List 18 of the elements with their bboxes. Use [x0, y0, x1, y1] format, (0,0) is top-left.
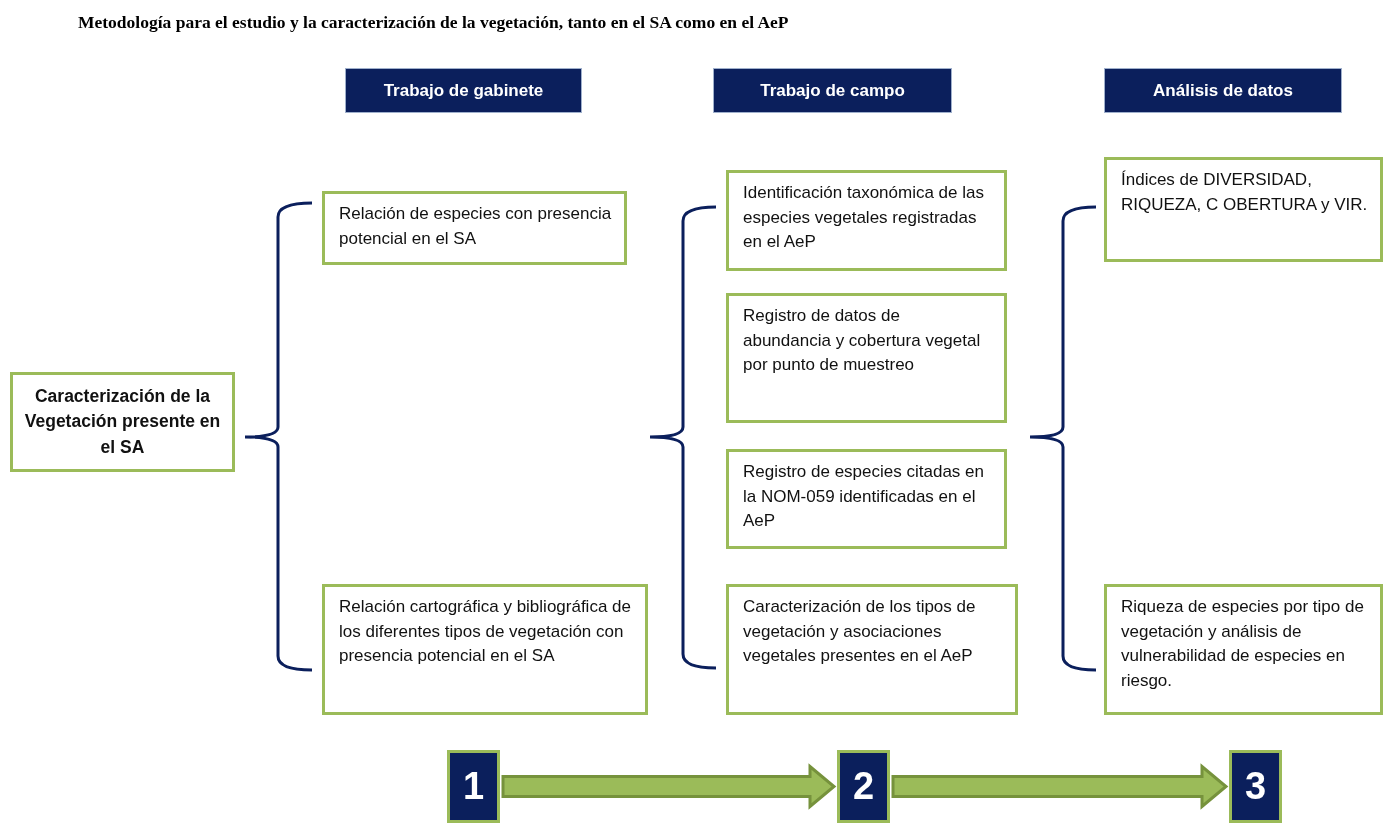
- text-box: Identificación taxonómica de las especies vegetales registradas en el AeP: [726, 170, 1007, 271]
- text-box: Caracterización de los tipos de vegetación y asociaciones vegetales presentes en el AeP: [726, 584, 1018, 715]
- block-arrow: [891, 763, 1229, 810]
- text-box: Relación cartográfica y bibliográfica de los diferentes tipos de vegetación con presencia potencial en el SA: [322, 584, 648, 715]
- column-header: Trabajo de gabinete: [345, 68, 582, 113]
- text-box: Índices de DIVERSIDAD, RIQUEZA, C OBERTURA y VIR.: [1104, 157, 1383, 262]
- step-number: 1: [447, 750, 500, 823]
- text-box: Caracterización de la Vegetación presente en el SA: [10, 372, 235, 472]
- diagram-title: Metodología para el estudio y la caracterización de la vegetación, tanto en el SA como en el AeP: [78, 12, 789, 33]
- column-header: Análisis de datos: [1104, 68, 1342, 113]
- text-box: Riqueza de especies por tipo de vegetación y análisis de vulnerabilidad de especies en riesgo.: [1104, 584, 1383, 715]
- text-box: Relación de especies con presencia potencial en el SA: [322, 191, 627, 265]
- text-box: Registro de datos de abundancia y cobertura vegetal por punto de muestreo: [726, 293, 1007, 423]
- block-arrow: [501, 763, 837, 810]
- step-number: 3: [1229, 750, 1282, 823]
- column-header: Trabajo de campo: [713, 68, 952, 113]
- text-box: Registro de especies citadas en la NOM-059 identificadas en el AeP: [726, 449, 1007, 549]
- step-number: 2: [837, 750, 890, 823]
